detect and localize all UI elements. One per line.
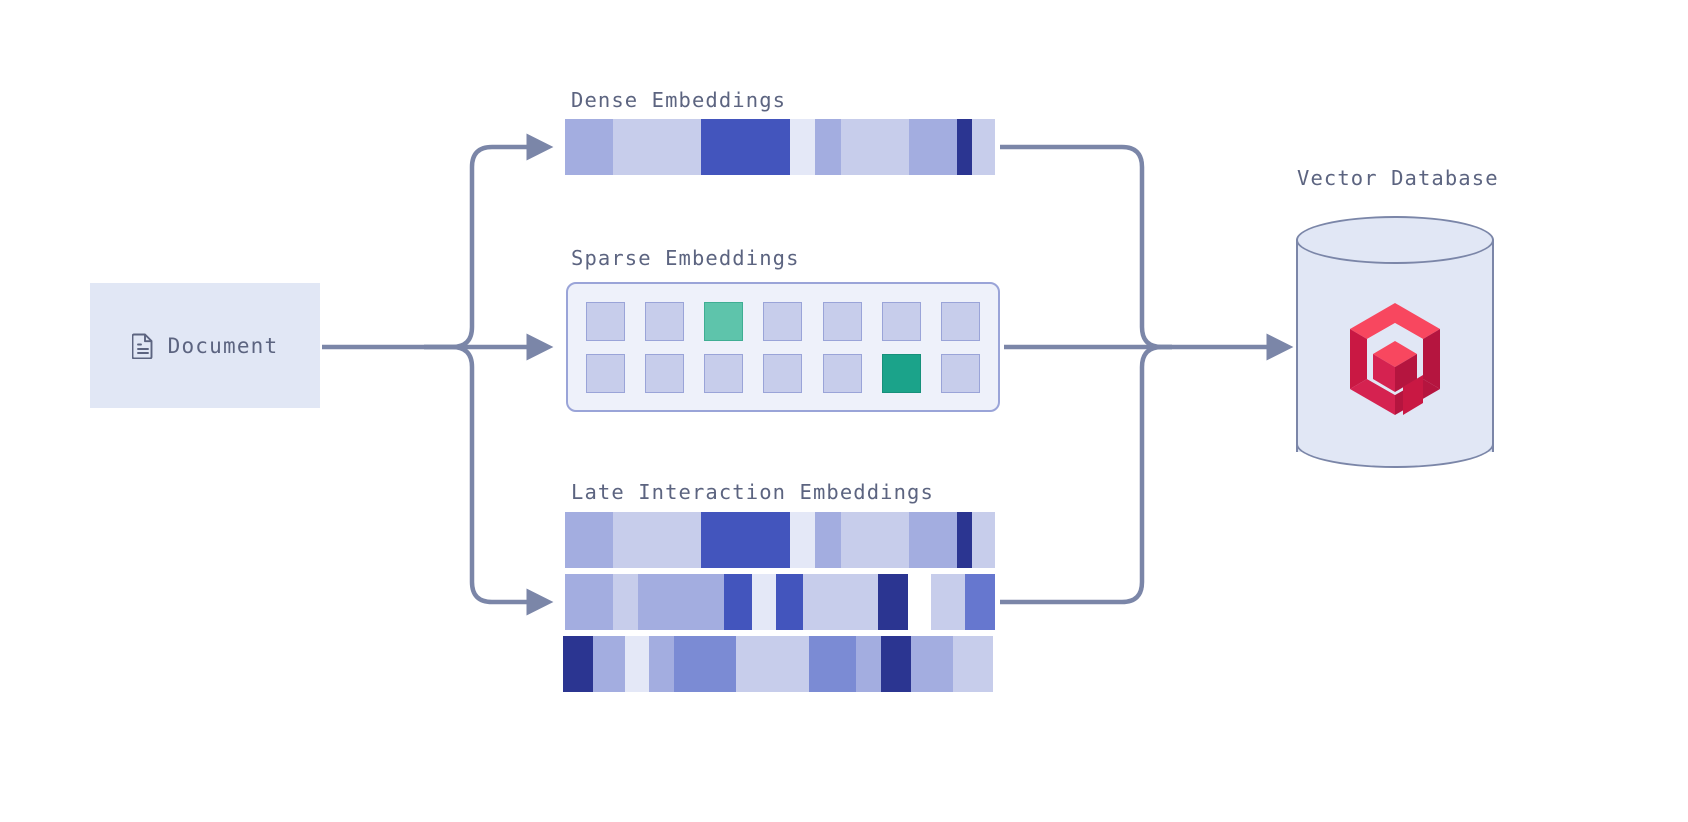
embedding-cell [972, 119, 995, 175]
document-label: Document [167, 333, 279, 358]
dense-embeddings-strip [565, 119, 995, 175]
embedding-cell [931, 574, 965, 630]
sparse-grid-row [586, 353, 980, 393]
dense-embeddings-caption: Dense Embeddings [571, 88, 787, 112]
embedding-cell [638, 574, 724, 630]
embedding-cell [953, 636, 993, 692]
late-interaction-strip-3 [563, 636, 993, 692]
embedding-cell [965, 574, 995, 630]
sparse-cell [645, 301, 685, 341]
embedding-cell [878, 574, 908, 630]
sparse-embeddings-panel [566, 282, 1000, 412]
sparse-grid-row [586, 301, 980, 341]
sparse-cell [763, 353, 803, 393]
embedding-cell [565, 512, 613, 568]
embedding-cell [908, 574, 931, 630]
sparse-cell [822, 301, 862, 341]
embedding-cell [565, 574, 613, 630]
document-node[interactable]: Document [90, 283, 320, 408]
embedding-cell [565, 119, 613, 175]
embedding-cell [909, 512, 957, 568]
embedding-cell [841, 119, 909, 175]
cylinder-bottom-cap [1296, 420, 1494, 468]
embedding-cell [736, 636, 809, 692]
vector-database-cylinder[interactable] [1296, 216, 1494, 476]
sparse-cell [645, 353, 685, 393]
embedding-cell [613, 574, 638, 630]
embedding-cell [674, 636, 736, 692]
sparse-embeddings-caption: Sparse Embeddings [571, 246, 800, 270]
sparse-cell [586, 301, 625, 341]
embedding-cell [856, 636, 881, 692]
sparse-cell [586, 353, 625, 393]
sparse-cell [881, 353, 921, 393]
embedding-cell [957, 119, 972, 175]
embedding-cell [752, 574, 776, 630]
embedding-cell [593, 636, 625, 692]
embedding-cell [776, 574, 803, 630]
sparse-cell [940, 301, 980, 341]
embedding-cell [815, 119, 841, 175]
late-interaction-strip-1 [565, 512, 995, 568]
sparse-cell [763, 301, 803, 341]
sparse-cell [704, 301, 744, 341]
embedding-cell [790, 512, 815, 568]
embedding-cell [649, 636, 674, 692]
embedding-cell [911, 636, 953, 692]
embedding-cell [563, 636, 593, 692]
sparse-cell [822, 353, 862, 393]
embedding-cell [909, 119, 957, 175]
embedding-cell [790, 119, 815, 175]
cylinder-top-cap [1296, 216, 1494, 264]
embedding-cell [881, 636, 911, 692]
sparse-cell [704, 353, 744, 393]
late-interaction-embeddings-caption: Late Interaction Embeddings [571, 480, 934, 504]
qdrant-logo-icon [1350, 303, 1440, 415]
vector-database-caption: Vector Database [1297, 166, 1499, 190]
embedding-cell [613, 512, 701, 568]
embedding-cell [625, 636, 649, 692]
document-icon [131, 333, 154, 359]
embedding-cell [815, 512, 841, 568]
embedding-cell [613, 119, 701, 175]
late-interaction-strip-2 [565, 574, 995, 630]
embedding-cell [701, 119, 790, 175]
embedding-cell [809, 636, 856, 692]
embedding-cell [701, 512, 790, 568]
embedding-cell [957, 512, 972, 568]
sparse-cell [940, 353, 980, 393]
embedding-cell [724, 574, 752, 630]
sparse-cell [881, 301, 921, 341]
embedding-cell [803, 574, 878, 630]
embedding-cell [841, 512, 909, 568]
embedding-cell [972, 512, 995, 568]
